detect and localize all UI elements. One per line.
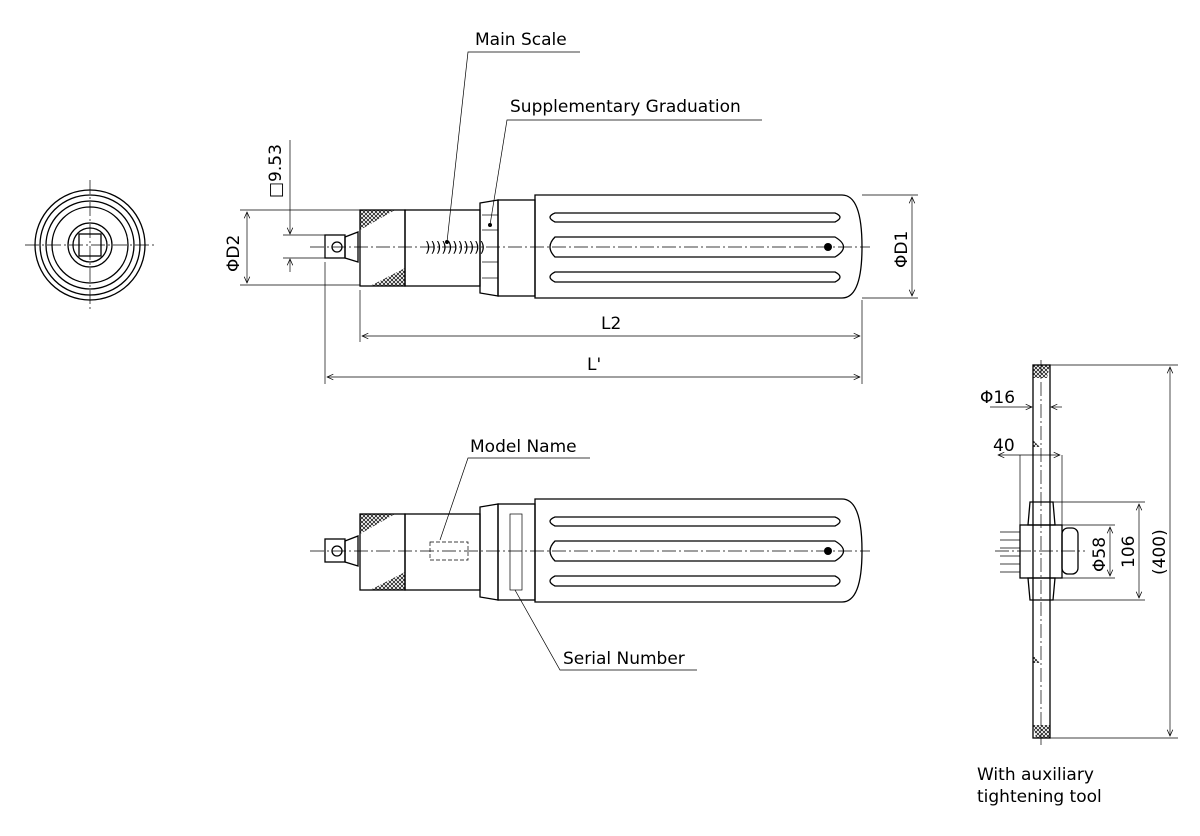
model-name-label: Model Name <box>470 437 577 457</box>
total400-dimension: (400) <box>1150 529 1170 575</box>
l2-dimension: L2 <box>601 314 622 334</box>
height106-dimension: 106 <box>1119 535 1139 568</box>
caption-line2: tightening tool <box>977 787 1102 807</box>
main-scale-label: Main Scale <box>475 30 567 50</box>
supplementary-graduation-label: Supplementary Graduation <box>510 97 741 117</box>
end-view <box>25 180 155 310</box>
d2-dimension: ΦD2 <box>224 234 244 272</box>
dimension-lines <box>240 51 918 671</box>
caption-line1: With auxiliary <box>977 765 1094 785</box>
d1-dimension: ΦD1 <box>892 230 912 268</box>
phi58-dimension: Φ58 <box>1090 536 1110 572</box>
side-view <box>310 498 870 603</box>
top-view: ))))))))))) <box>310 194 870 299</box>
width40-dimension: 40 <box>993 436 1015 456</box>
svg-text:))))))))))): ))))))))))) <box>425 240 485 256</box>
phi16-dimension: Φ16 <box>980 388 1016 408</box>
square-drive-dimension: □9.53 <box>266 144 286 198</box>
auxiliary-tightening-tool <box>990 360 1178 745</box>
serial-number-label: Serial Number <box>563 649 685 669</box>
l-prime-dimension: L' <box>587 355 602 375</box>
